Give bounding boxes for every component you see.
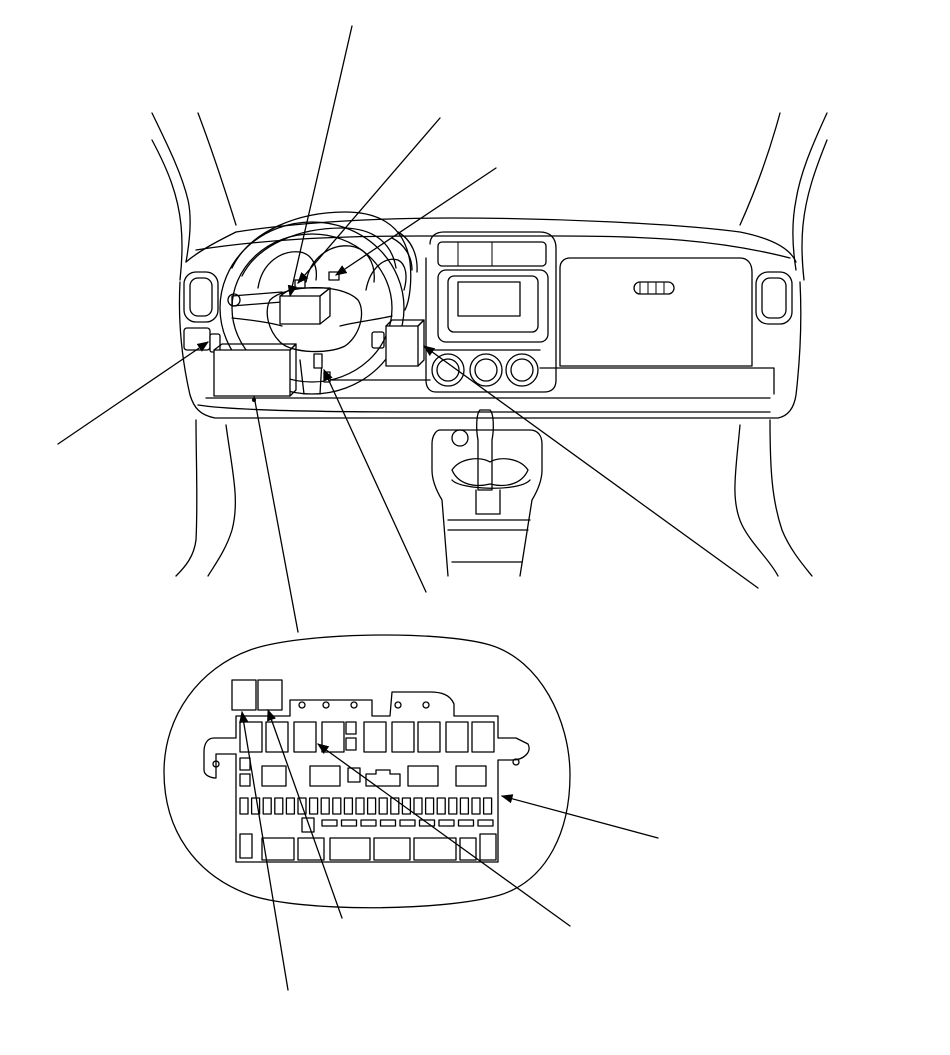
console-button xyxy=(451,429,469,447)
leader-dash-upper-left-1 xyxy=(287,25,353,298)
fuse-blade xyxy=(424,797,435,815)
mini-fuse xyxy=(321,819,338,827)
fuse-blade xyxy=(366,797,377,815)
left-switch xyxy=(183,327,211,351)
leader-fuse-box-lower-left-2 xyxy=(239,710,289,991)
fuse-blade xyxy=(436,797,446,815)
column-connector xyxy=(313,353,323,369)
glove-box xyxy=(559,257,753,367)
right-a-pillar-inner xyxy=(739,112,781,226)
fuse-blade xyxy=(413,797,423,815)
fuse-blade xyxy=(343,797,354,815)
leader-dash-lower-right xyxy=(423,345,759,589)
right-a-pillar-outer xyxy=(792,112,828,271)
left-a-pillar-inner xyxy=(197,112,237,226)
leader-fuse-box-right xyxy=(500,794,659,839)
fuse-box-middle-row xyxy=(239,757,487,787)
climate-knob-right xyxy=(505,353,539,387)
right-side-vent xyxy=(755,271,793,325)
fuse-blade xyxy=(448,797,458,815)
gauge-center xyxy=(305,245,375,283)
steering-wheel-rim xyxy=(219,221,405,395)
mini-fuse xyxy=(457,819,475,827)
mini-fuse xyxy=(379,819,397,827)
fuse-blade xyxy=(332,797,342,815)
climate-knob-center xyxy=(469,353,503,387)
fuse-box-indicated-fuse xyxy=(301,817,315,833)
center-display xyxy=(457,281,521,317)
center-console-right xyxy=(439,429,543,577)
fuse-blade xyxy=(297,797,307,815)
dash-top-edge xyxy=(235,217,797,263)
gear-shifter xyxy=(476,409,494,491)
fuse-box-detail xyxy=(163,634,571,909)
cluster-hood xyxy=(231,211,412,311)
fuse-blade xyxy=(355,797,365,815)
fuse-blade xyxy=(482,797,493,815)
fuse-box-relay-2 xyxy=(257,679,283,711)
leader-fuse-box-lower-center xyxy=(317,743,571,927)
dashboard-illustration xyxy=(151,112,828,577)
gauge-right xyxy=(365,258,407,291)
fuse-blade xyxy=(262,797,272,815)
dash-main-outline xyxy=(178,281,802,419)
detail-bubble-outline xyxy=(163,634,571,909)
cup-holders xyxy=(451,458,529,487)
under-dash-fuse-box xyxy=(213,349,291,397)
fuse-blade xyxy=(285,797,296,815)
fuse-blade xyxy=(378,797,388,815)
left-door-edge xyxy=(175,419,198,577)
gauge-left xyxy=(257,251,318,289)
fuse-blade xyxy=(239,797,249,815)
center-display-bezel xyxy=(437,269,549,343)
leader-dash-upper-center xyxy=(335,167,497,276)
column-switch-box xyxy=(279,295,321,325)
fuse-box-leader-lines xyxy=(239,708,659,991)
center-console-left xyxy=(431,429,449,577)
fuse-blade xyxy=(390,797,400,815)
leader-fuse-box-lower-left-1 xyxy=(267,708,343,919)
fuse-blade xyxy=(274,797,284,815)
fuse-blade xyxy=(320,797,330,815)
climate-knob-left xyxy=(431,353,465,387)
fuse-box-fuse-row xyxy=(239,797,493,815)
fuse-box-relay-1 xyxy=(231,679,257,711)
fuse-blade xyxy=(459,797,470,815)
leader-dash-lower-center xyxy=(323,368,427,593)
mini-fuse xyxy=(399,819,416,827)
left-a-pillar-outer xyxy=(151,112,191,263)
mini-fuse xyxy=(340,819,358,827)
left-side-vent xyxy=(183,271,219,323)
fuse-blade xyxy=(401,797,412,815)
fuse-blade xyxy=(308,797,319,815)
center-stack-frame xyxy=(425,231,557,393)
fuse-box-upper-relays xyxy=(239,721,495,753)
right-door-edge xyxy=(734,424,779,577)
fuse-box-small-fuse-row xyxy=(321,819,494,827)
fuse-box-connectors xyxy=(239,833,497,861)
glove-box-handle xyxy=(633,281,675,295)
fuse-blade xyxy=(471,797,481,815)
cluster-indicator-center xyxy=(328,271,340,281)
mini-fuse xyxy=(477,819,494,827)
center-left-module xyxy=(385,325,419,367)
mini-fuse xyxy=(418,819,436,827)
mini-fuse xyxy=(438,819,455,827)
leader-dash-upper-left-2 xyxy=(297,117,441,284)
mini-fuse xyxy=(360,819,377,827)
leader-dash-left-side xyxy=(57,341,209,445)
leader-to-fuse-detail xyxy=(253,395,299,633)
dashboard-leader-lines xyxy=(57,25,759,633)
